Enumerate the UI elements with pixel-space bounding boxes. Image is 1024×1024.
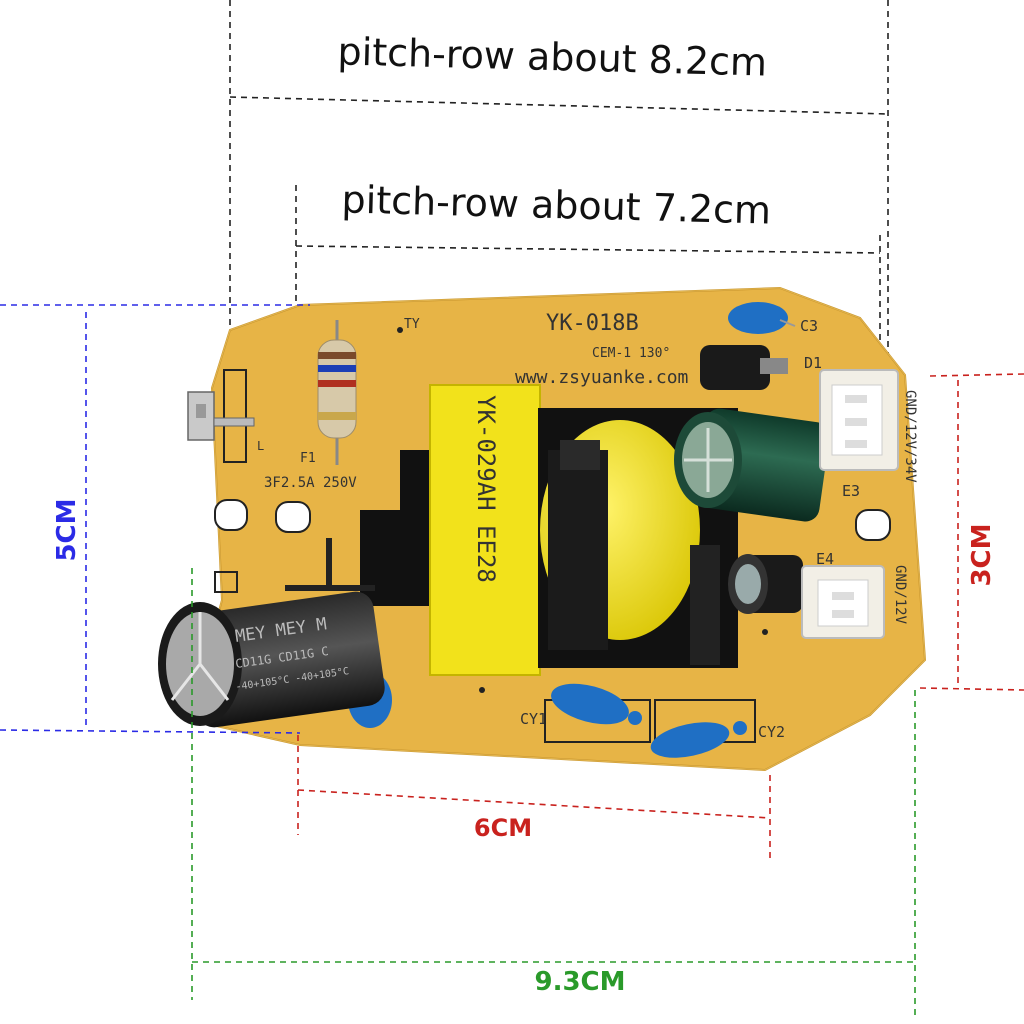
width-inner-dimension: 6CM bbox=[297, 735, 771, 862]
website-label: www.zsyuanke.com bbox=[515, 367, 688, 388]
y-capacitor-cy1 bbox=[544, 683, 651, 743]
model-label: YK-018B bbox=[546, 311, 639, 336]
width-outer-dimension: 9.3CM bbox=[191, 568, 916, 1020]
connector-top-label: GND/12V/34V bbox=[902, 390, 918, 483]
capacitor-e4 bbox=[728, 554, 803, 614]
fuse-label: F1 bbox=[300, 451, 316, 466]
y-capacitor-c3 bbox=[728, 302, 796, 334]
height-right-label: 3CM bbox=[967, 523, 997, 586]
height-right-dimension: 3CM bbox=[919, 373, 1024, 691]
diode-d1 bbox=[700, 345, 788, 390]
transformer-label: YK-029AH EE28 bbox=[472, 395, 500, 583]
connector-top bbox=[819, 369, 899, 471]
fuse-rating-label: 3F2.5A 250V bbox=[264, 475, 357, 491]
fuse-resistor bbox=[317, 320, 357, 465]
c3-label: C3 bbox=[800, 317, 818, 335]
ty-mark: TY bbox=[404, 317, 420, 332]
pcb-board: TY YK-018B CEM-1 130° www.zsyuanke.com F… bbox=[158, 286, 927, 772]
connector-bottom bbox=[801, 565, 885, 639]
material-label: CEM-1 130° bbox=[592, 346, 670, 361]
e4-label: E4 bbox=[816, 550, 834, 568]
d1-label: D1 bbox=[804, 354, 822, 372]
capacitor-e3 bbox=[674, 408, 830, 522]
y-capacitor-cy2 bbox=[650, 699, 756, 758]
e3-label: E3 bbox=[842, 482, 860, 500]
width-inner-label: 6CM bbox=[474, 814, 532, 842]
width-outer-label: 9.3CM bbox=[534, 967, 625, 997]
input-spade-terminal bbox=[187, 391, 255, 441]
outer-pitch-label: pitch-row about 8.2cm bbox=[337, 29, 768, 84]
height-left-label: 5CM bbox=[52, 498, 82, 561]
bulk-capacitor: MEY MEY M CD11G CD11G C -40+105°C -40+10… bbox=[158, 591, 385, 728]
cy1-label: CY1 bbox=[520, 710, 547, 728]
mount-hole-left bbox=[214, 499, 248, 531]
cy2-label: CY2 bbox=[758, 723, 785, 741]
connector-bottom-label: GND/12V bbox=[892, 565, 908, 625]
mount-hole-fuse bbox=[275, 501, 311, 533]
mount-hole-right bbox=[855, 509, 891, 541]
l-mark: L bbox=[257, 439, 264, 453]
inner-pitch-label: pitch-row about 7.2cm bbox=[341, 177, 772, 232]
height-left-dimension: 5CM bbox=[0, 304, 310, 734]
